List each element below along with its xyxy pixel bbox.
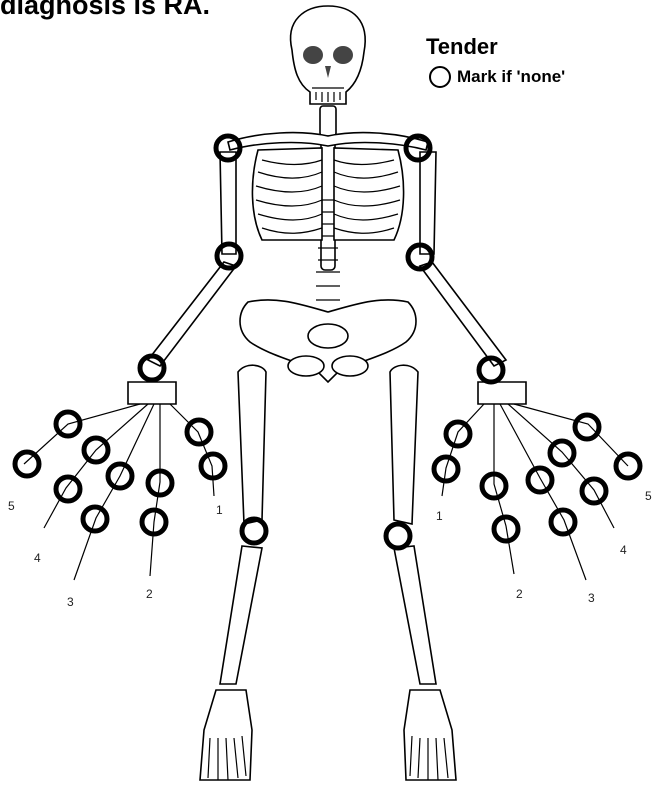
none-checkbox-circle[interactable] [429,66,451,88]
joint-left-mcp-1[interactable] [446,422,470,446]
joint-left-pip-3[interactable] [551,510,575,534]
joint-left-mcp-4[interactable] [550,441,574,465]
none-checkbox-label: Mark if 'none' [457,67,565,87]
finger-label-left-5: 5 [645,489,652,503]
finger-label-left-4: 4 [620,543,627,557]
joint-right-pip-4[interactable] [56,477,80,501]
right-tibia [220,546,262,684]
joint-right-pip-3[interactable] [83,507,107,531]
none-checkbox[interactable]: Mark if 'none' [429,66,565,88]
right-hand-finger-labels: 5 4 3 2 1 [8,499,223,609]
finger-label-left-2: 2 [516,587,523,601]
joint-right-knee[interactable] [242,519,266,543]
left-foot [404,690,456,780]
joint-right-mcp-1[interactable] [187,420,211,444]
right-forearm [148,262,236,366]
joint-left-knee[interactable] [386,524,410,548]
pelvis [240,300,416,382]
left-humerus [420,152,436,254]
right-femur [238,365,266,524]
skull [291,6,366,104]
finger-label-right-5: 5 [8,499,15,513]
finger-label-right-1: 1 [216,503,223,517]
left-hand-finger-labels: 1 2 3 4 5 [436,489,652,605]
joint-right-pip-5[interactable] [15,452,39,476]
left-tibia [394,546,436,684]
finger-label-left-3: 3 [588,591,595,605]
joint-left-mcp-3[interactable] [528,468,552,492]
finger-label-right-4: 4 [34,551,41,565]
finger-label-right-2: 2 [146,587,153,601]
finger-label-left-1: 1 [436,509,443,523]
legend-title: Tender [426,34,498,60]
right-hand [24,382,214,580]
joint-left-mcp-5[interactable] [575,415,599,439]
left-femur [390,365,418,524]
right-humerus [220,152,236,254]
finger-label-right-3: 3 [67,595,74,609]
left-forearm [420,262,506,366]
right-foot [200,690,252,780]
